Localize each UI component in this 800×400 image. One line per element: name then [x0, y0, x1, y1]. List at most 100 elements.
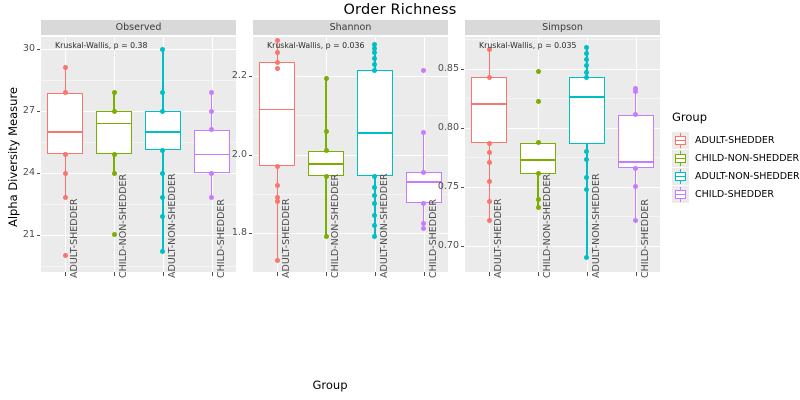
data-point: [160, 195, 166, 201]
data-point: [535, 197, 541, 203]
gridline-minor: [253, 193, 448, 195]
legend-label: CHILD-SHEDDER: [695, 188, 775, 200]
data-point: [584, 149, 590, 155]
data-point: [209, 127, 215, 133]
boxplot-median: [259, 108, 296, 111]
x-axis-tick-label[interactable]: CHILD-SHEDDER: [215, 198, 227, 278]
gridline-minor: [41, 203, 236, 205]
x-axis-tick-label[interactable]: CHILD-SHEDDER: [427, 198, 439, 278]
legend-key-icon: [672, 185, 689, 203]
data-point: [486, 178, 492, 184]
data-point: [486, 74, 492, 80]
data-point: [535, 139, 541, 145]
plot-area: [41, 37, 236, 272]
plot-area: [253, 37, 448, 272]
x-axis-tick-label[interactable]: CHILD-NON-SHEDDER: [118, 173, 130, 278]
y-axis-tick-label: 0.80: [437, 121, 459, 133]
gridline-major: [465, 68, 660, 70]
y-axis-tick-mark: [249, 154, 252, 156]
data-point: [274, 163, 280, 169]
y-axis-tick-mark: [249, 76, 252, 78]
data-point: [274, 59, 280, 65]
legend-item-adult-non-shedder[interactable]: ADULT-NON-SHEDDER: [672, 167, 800, 185]
x-axis-tick-mark: [586, 272, 588, 276]
boxplot-box[interactable]: [96, 111, 133, 155]
data-point: [535, 204, 541, 210]
x-axis-tick-label[interactable]: ADULT-NON-SHEDDER: [590, 173, 602, 278]
data-point: [633, 165, 639, 171]
x-axis-tick-mark: [489, 272, 491, 276]
boxplot-box[interactable]: [47, 92, 84, 155]
data-point: [486, 150, 492, 156]
data-point: [633, 112, 639, 118]
data-point: [323, 128, 329, 134]
boxplot-median: [47, 130, 84, 133]
data-point: [209, 170, 215, 176]
data-point: [111, 170, 117, 176]
gridline-minor: [465, 39, 660, 41]
boxplot-box[interactable]: [144, 111, 181, 151]
data-point: [160, 108, 166, 114]
data-point: [535, 171, 541, 177]
data-point: [421, 220, 427, 226]
x-axis-tick-label[interactable]: ADULT-SHEDDER: [281, 198, 293, 278]
x-axis-tick-label[interactable]: CHILD-NON-SHEDDER: [542, 173, 554, 278]
data-point: [372, 222, 378, 228]
data-point: [111, 232, 117, 238]
data-point: [274, 199, 280, 204]
boxplot-median: [520, 158, 557, 161]
boxplot-median: [356, 132, 393, 134]
x-axis-tick-label[interactable]: ADULT-SHEDDER: [69, 198, 81, 278]
data-point: [486, 217, 492, 223]
legend-item-adult-shedder[interactable]: ADULT-SHEDDER: [672, 131, 800, 149]
boxplot-median: [144, 130, 181, 133]
x-axis-tick-mark: [211, 272, 213, 276]
x-axis-tick-label[interactable]: ADULT-NON-SHEDDER: [166, 173, 178, 278]
legend-item-child-non-shedder[interactable]: CHILD-NON-SHEDDER: [672, 149, 800, 167]
data-point: [160, 170, 166, 176]
data-point: [421, 200, 427, 206]
x-axis-tick-label[interactable]: CHILD-NON-SHEDDER: [330, 173, 342, 278]
boxplot-box[interactable]: [259, 62, 296, 167]
x-axis-tick-mark: [277, 272, 279, 276]
y-axis-tick-label: 27: [22, 105, 35, 117]
boxplot-median: [471, 103, 508, 106]
gridline-major: [41, 173, 236, 175]
data-point: [111, 108, 117, 114]
data-point: [274, 38, 280, 44]
data-point: [62, 195, 68, 201]
legend-item-child-shedder[interactable]: CHILD-SHEDDER: [672, 185, 800, 203]
data-point: [633, 217, 639, 223]
legend-label: CHILD-NON-SHEDDER: [695, 152, 800, 164]
data-point: [209, 90, 215, 96]
data-point: [584, 255, 590, 261]
x-axis-tick-mark: [538, 272, 540, 276]
panel-strip-label: Simpson: [465, 20, 660, 35]
y-axis-tick-label: 0.70: [437, 240, 459, 252]
data-point: [372, 234, 378, 240]
y-axis-tick-label: 2.2: [231, 70, 247, 82]
x-axis-tick-label[interactable]: ADULT-SHEDDER: [493, 198, 505, 278]
x-axis-tick-mark: [114, 272, 116, 276]
data-point: [421, 130, 427, 136]
y-axis-tick-label: 1.8: [231, 226, 247, 238]
data-point: [274, 65, 280, 71]
x-axis-tick-label[interactable]: CHILD-SHEDDER: [639, 198, 651, 278]
x-axis-tick-label[interactable]: ADULT-NON-SHEDDER: [378, 173, 390, 278]
kruskal-wallis-annotation: Kruskal-Wallis, p = 0.38: [55, 41, 148, 50]
data-point: [209, 195, 215, 201]
boxplot-box[interactable]: [356, 70, 393, 177]
x-axis-tick-mark: [374, 272, 376, 276]
x-axis-tick-mark: [326, 272, 328, 276]
data-point: [62, 152, 68, 157]
boxplot-box[interactable]: [568, 77, 605, 145]
boxplot-box[interactable]: [617, 114, 654, 169]
legend-items: ADULT-SHEDDER CHILD-NON-SHEDDER ADULT-NON-…: [672, 131, 800, 203]
data-point: [160, 147, 166, 153]
boxplot-median: [193, 153, 230, 156]
boxplot-box[interactable]: [471, 77, 508, 144]
panel-strip-label: Shannon: [253, 20, 448, 35]
x-axis-tick-mark: [423, 272, 425, 276]
